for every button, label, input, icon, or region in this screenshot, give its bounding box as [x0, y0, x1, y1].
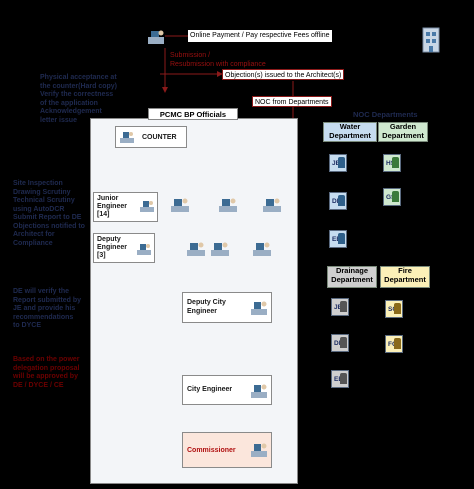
water-je-tile[interactable]: JE — [329, 154, 347, 172]
deputy-city-engineer-icon — [251, 300, 267, 316]
architect-computer-icon — [147, 28, 165, 46]
commissioner-label: Commissioner — [187, 447, 236, 454]
garden-gs-icon — [392, 191, 399, 202]
fire-so-tile[interactable]: SO — [385, 300, 403, 318]
payment-label: Online Payment / Pay respective Fees off… — [188, 30, 332, 42]
engineer-icon-1 — [170, 196, 190, 214]
water-ee-icon — [338, 233, 345, 244]
counter-label: COUNTER — [142, 134, 177, 141]
city-engineer-box[interactable]: City Engineer — [182, 375, 272, 405]
city-engineer-label: City Engineer — [187, 386, 233, 393]
counter-icon — [120, 130, 134, 144]
drainage-je-tile[interactable]: JE — [331, 298, 349, 316]
objection-label: Objection(s) issued to the Architect(s) — [222, 69, 345, 80]
counter-box[interactable]: COUNTER — [115, 126, 187, 148]
drainage-ee-tile[interactable]: EE — [331, 370, 349, 388]
pcmc-panel-title: PCMC BP Officials — [148, 108, 238, 120]
noc-departments-title: NOC Departments — [353, 110, 418, 119]
garden-gs-tile[interactable]: GS — [383, 188, 401, 206]
water-de-icon — [338, 195, 345, 206]
garden-hs-icon — [392, 157, 399, 168]
noc-from-departments-label: NOC from Departments — [252, 96, 332, 107]
engineer-icon-2 — [218, 196, 238, 214]
drainage-de-tile[interactable]: DE — [331, 334, 349, 352]
submission-label: Submission / Resubmission with complianc… — [170, 52, 266, 68]
drainage-je-icon — [340, 301, 347, 312]
engineer-icon-4 — [186, 240, 206, 258]
engineer-icon-3 — [262, 196, 282, 214]
server-building-icon — [420, 26, 442, 54]
junior-engineer-icon — [140, 199, 154, 213]
fire-fo-tile[interactable]: FO — [385, 335, 403, 353]
commissioner-box[interactable]: Commissioner — [182, 432, 272, 468]
commissioner-icon — [251, 442, 267, 458]
drainage-de-icon — [340, 337, 347, 348]
deputy-engineer-icon — [137, 242, 151, 256]
fire-fo-icon — [394, 338, 401, 349]
drainage-ee-icon — [340, 373, 347, 384]
engineer-icon-6 — [252, 240, 272, 258]
water-je-icon — [338, 157, 345, 168]
fire-so-icon — [394, 303, 401, 314]
city-engineer-icon — [251, 383, 267, 399]
garden-hs-tile[interactable]: HS — [383, 154, 401, 172]
engineer-icon-5 — [210, 240, 230, 258]
water-de-tile[interactable]: DE — [329, 192, 347, 210]
water-ee-tile[interactable]: EE — [329, 230, 347, 248]
